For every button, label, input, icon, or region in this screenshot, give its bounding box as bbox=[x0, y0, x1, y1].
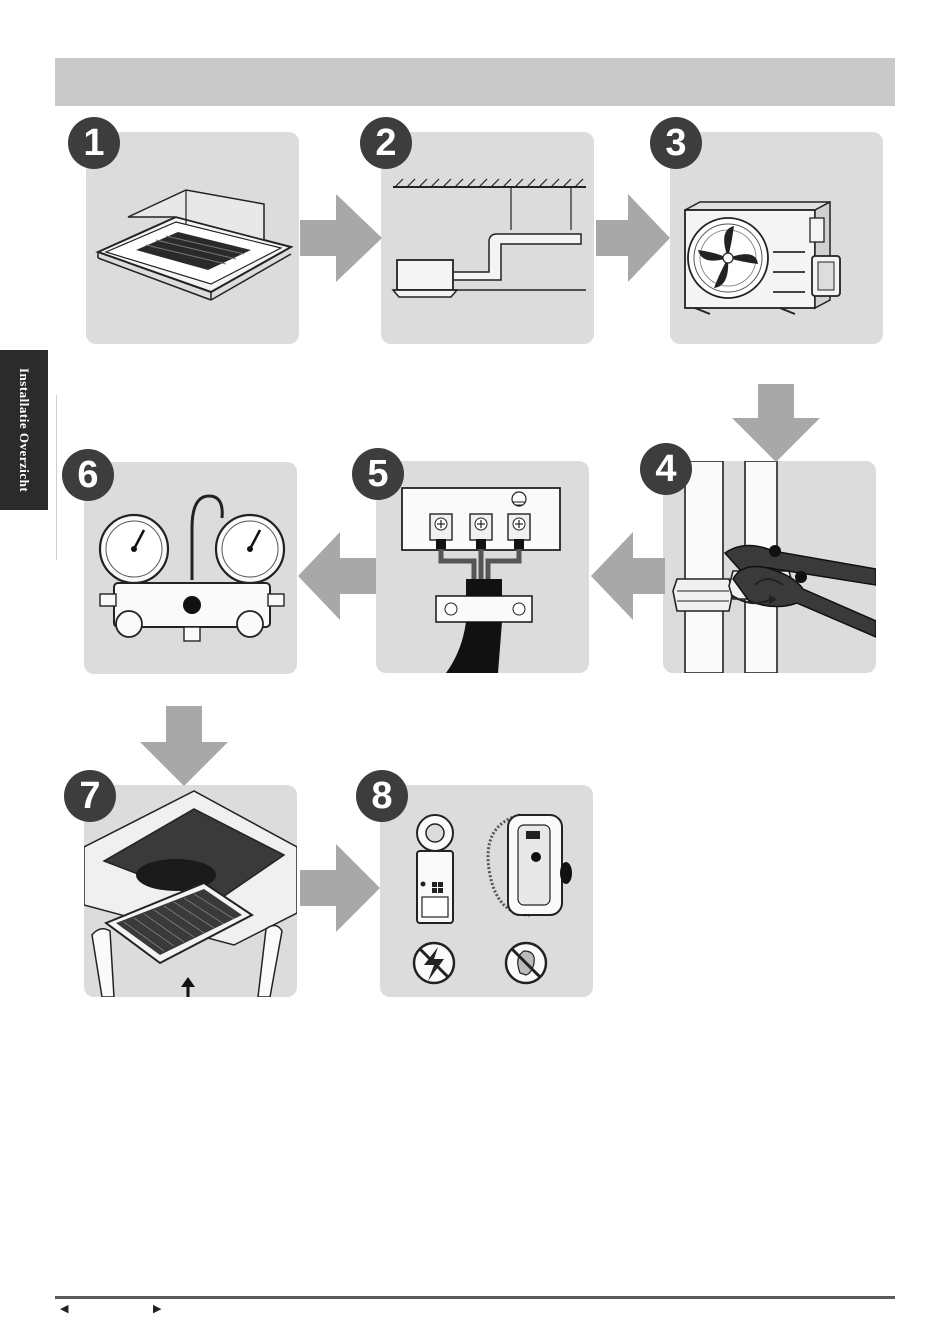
step-2-panel bbox=[381, 132, 594, 344]
manifold-gauge-icon bbox=[84, 462, 297, 674]
step-2-badge: 2 bbox=[360, 117, 412, 169]
no-touch-icon bbox=[506, 943, 546, 983]
side-tab: Installatie Overzicht bbox=[0, 350, 48, 510]
drain-pipe-installation-icon bbox=[381, 132, 594, 344]
step-1-badge: 1 bbox=[68, 117, 120, 169]
flow-arrow-right-icon bbox=[596, 194, 670, 282]
step-7-panel bbox=[84, 785, 297, 997]
side-tab-label: Installatie Overzicht bbox=[16, 368, 32, 492]
clamp-meter-icon bbox=[417, 815, 453, 923]
footer-divider bbox=[55, 1296, 895, 1299]
no-lightning-icon bbox=[414, 943, 454, 983]
step-3-badge: 3 bbox=[650, 117, 702, 169]
next-page-icon[interactable]: ▶ bbox=[153, 1302, 161, 1315]
step-5-badge: 5 bbox=[352, 448, 404, 500]
step-7-badge: 7 bbox=[64, 770, 116, 822]
step-8-panel bbox=[380, 785, 593, 997]
flow-arrow-right-icon bbox=[300, 844, 380, 932]
step-4-badge: 4 bbox=[640, 443, 692, 495]
side-divider bbox=[56, 395, 57, 560]
flow-arrow-down-icon bbox=[732, 384, 820, 462]
flow-arrow-left-icon bbox=[591, 532, 665, 620]
wiring-terminal-block-icon bbox=[376, 461, 589, 673]
flow-arrow-down-icon bbox=[140, 706, 228, 786]
front-panel-grille-icon bbox=[84, 785, 297, 997]
step-6-panel bbox=[84, 462, 297, 674]
flow-arrow-left-icon bbox=[298, 532, 376, 620]
step-6-badge: 6 bbox=[62, 449, 114, 501]
section-header-bar bbox=[55, 58, 895, 106]
flow-arrow-right-icon bbox=[300, 194, 382, 282]
test-instruments-icon bbox=[380, 785, 593, 997]
leak-detector-icon bbox=[488, 815, 572, 915]
step-4-panel bbox=[663, 461, 876, 673]
ceiling-cassette-unit-icon bbox=[86, 132, 299, 344]
step-8-badge: 8 bbox=[356, 770, 408, 822]
pipe-flare-wrench-icon bbox=[663, 461, 876, 673]
step-5-panel bbox=[376, 461, 589, 673]
outdoor-unit-icon bbox=[670, 132, 883, 344]
previous-page-icon[interactable]: ◀ bbox=[60, 1302, 68, 1315]
step-1-panel bbox=[86, 132, 299, 344]
step-3-panel bbox=[670, 132, 883, 344]
